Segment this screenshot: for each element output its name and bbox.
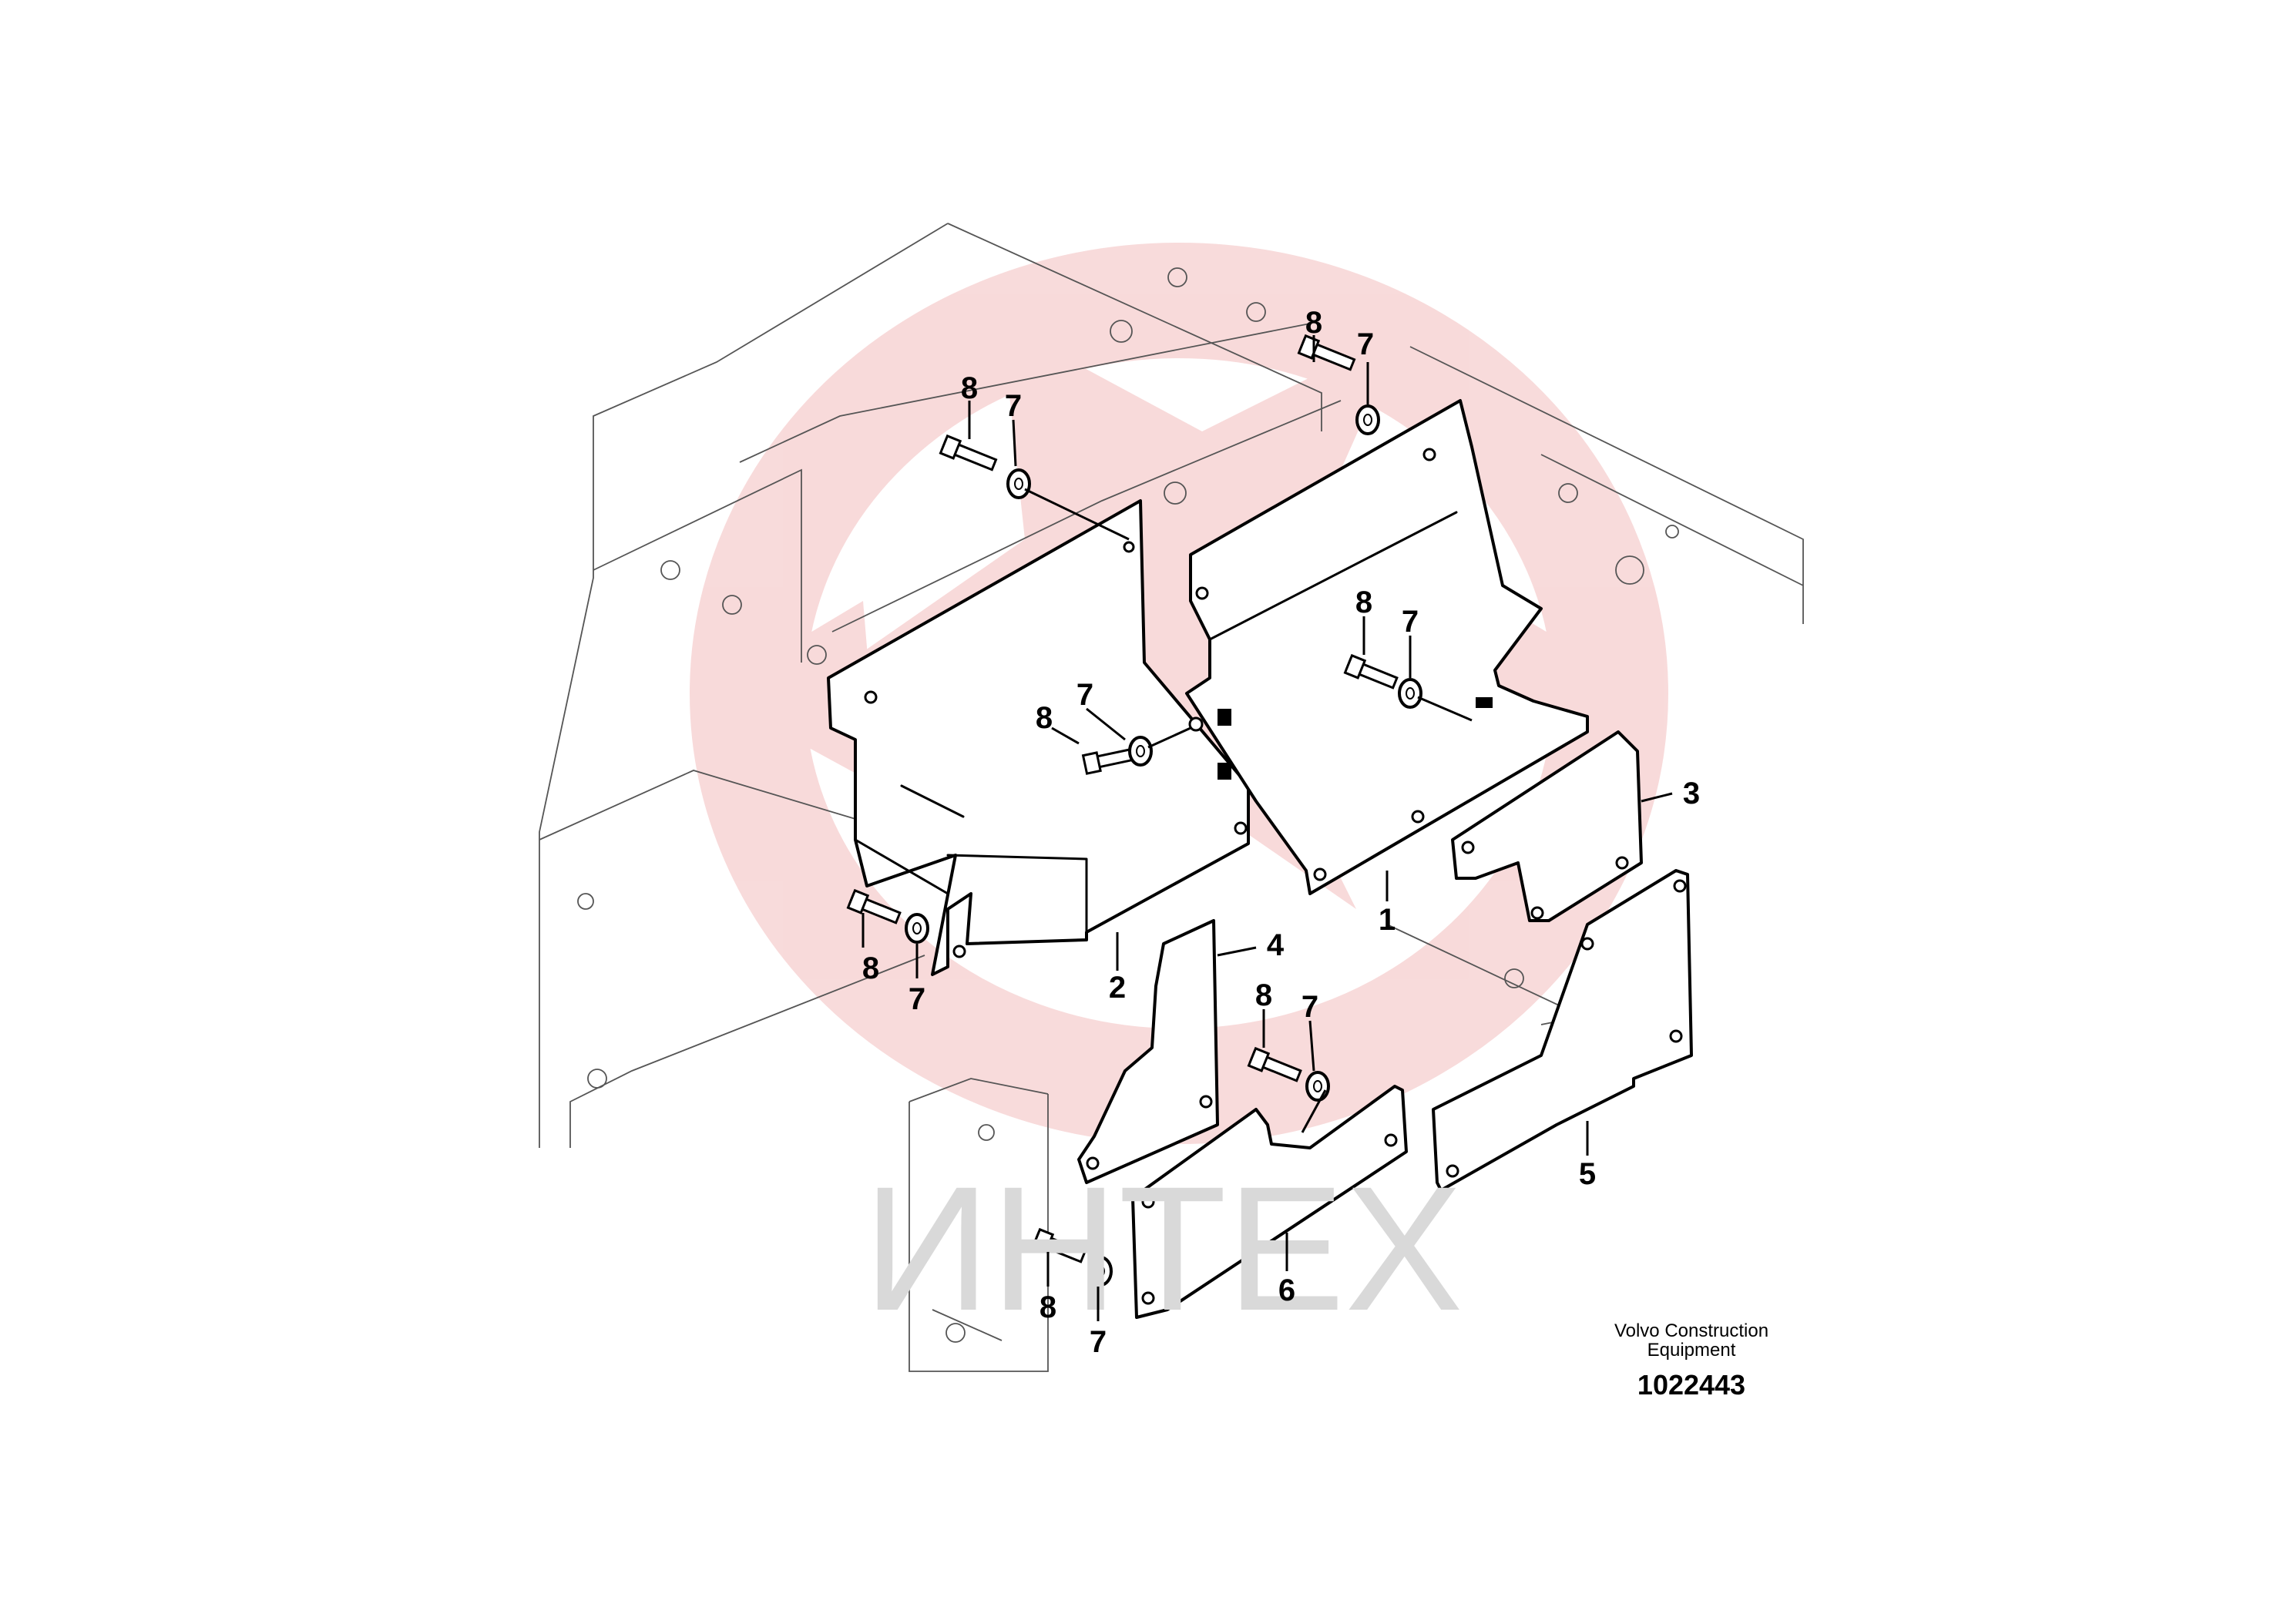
caption-line-1: Volvo Construction — [1614, 1320, 1768, 1341]
callout-8: 8 — [1355, 586, 1372, 619]
washer-7 — [1305, 1071, 1330, 1102]
part-5-cover — [1432, 869, 1693, 1192]
callout-6: 6 — [1278, 1273, 1295, 1307]
part-6-cover — [1131, 1085, 1408, 1319]
watermark-star — [848, 324, 1464, 924]
part-3-cover — [1451, 730, 1643, 922]
watermark-wing-left — [709, 601, 878, 786]
callout-1: 1 — [1379, 903, 1396, 937]
callout-7: 7 — [1302, 990, 1318, 1024]
bolt-8 — [1343, 653, 1399, 690]
watermark-text: ИНТЕХ — [863, 1149, 1463, 1347]
callout-7: 7 — [1090, 1325, 1107, 1359]
washer-7 — [1128, 736, 1153, 767]
callout-leaders — [862, 335, 1673, 1321]
callout-7: 7 — [1357, 327, 1374, 361]
callout-8: 8 — [862, 951, 879, 985]
drawing-caption: Volvo Construction Equipment 1022443 — [1614, 1320, 1768, 1401]
callout-8: 8 — [1255, 978, 1272, 1012]
washer-7 — [905, 913, 929, 944]
washer-7 — [1355, 404, 1380, 435]
washer-7 — [1398, 678, 1422, 709]
callout-7: 7 — [1076, 678, 1093, 712]
bolt-8 — [939, 434, 998, 471]
callouts: 8 7 8 7 8 7 8 7 8 7 8 7 8 7 1 2 3 4 5 6 — [862, 306, 1700, 1359]
callout-8: 8 — [1036, 701, 1053, 735]
callout-7: 7 — [1402, 605, 1419, 639]
part-1-cover — [1185, 399, 1589, 895]
background-frame — [539, 223, 1804, 1372]
callout-4: 4 — [1267, 928, 1285, 962]
callout-2: 2 — [1109, 971, 1126, 1005]
callout-3: 3 — [1683, 777, 1700, 810]
washer-7 — [1088, 1256, 1113, 1287]
callout-7: 7 — [909, 982, 925, 1016]
bolt-8 — [1247, 1046, 1302, 1082]
callout-8: 8 — [961, 371, 978, 405]
drawing-number: 1022443 — [1637, 1369, 1745, 1401]
callout-5: 5 — [1579, 1157, 1596, 1191]
bolt-8 — [1081, 747, 1134, 775]
caption-line-2: Equipment — [1647, 1340, 1736, 1361]
callout-8: 8 — [1040, 1290, 1056, 1324]
fasteners — [846, 334, 1473, 1287]
washer-7 — [1006, 468, 1031, 499]
callout-8: 8 — [1305, 306, 1322, 340]
part-4-cover — [1077, 919, 1219, 1184]
bolt-8 — [846, 888, 902, 924]
bolt-8 — [1031, 1227, 1087, 1263]
callout-7: 7 — [1005, 389, 1022, 423]
